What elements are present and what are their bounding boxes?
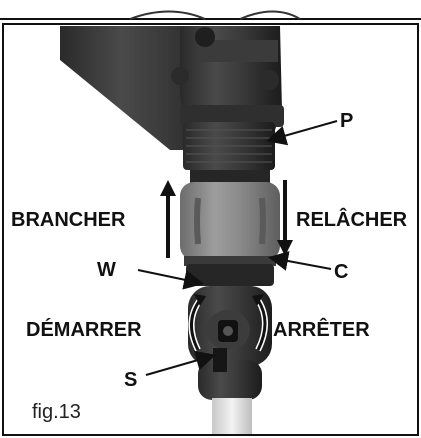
label-s: S (124, 369, 137, 391)
threaded-nut (183, 122, 275, 184)
label-c: C (334, 261, 348, 283)
connect-arrow (160, 180, 176, 258)
valve-assembly (186, 264, 274, 400)
figure-caption: fig.13 (32, 401, 81, 423)
label-p: P (340, 110, 353, 132)
label-w: W (97, 259, 116, 281)
label-start: DÉMARRER (26, 318, 142, 341)
label-connect: BRANCHER (11, 209, 126, 231)
leader-c (272, 258, 331, 269)
hose (212, 398, 252, 434)
quick-connector (180, 182, 280, 266)
label-release: RELÂCHER (296, 207, 408, 231)
previous-figure-strip (0, 0, 421, 20)
label-stop: ARRÊTER (273, 317, 370, 341)
